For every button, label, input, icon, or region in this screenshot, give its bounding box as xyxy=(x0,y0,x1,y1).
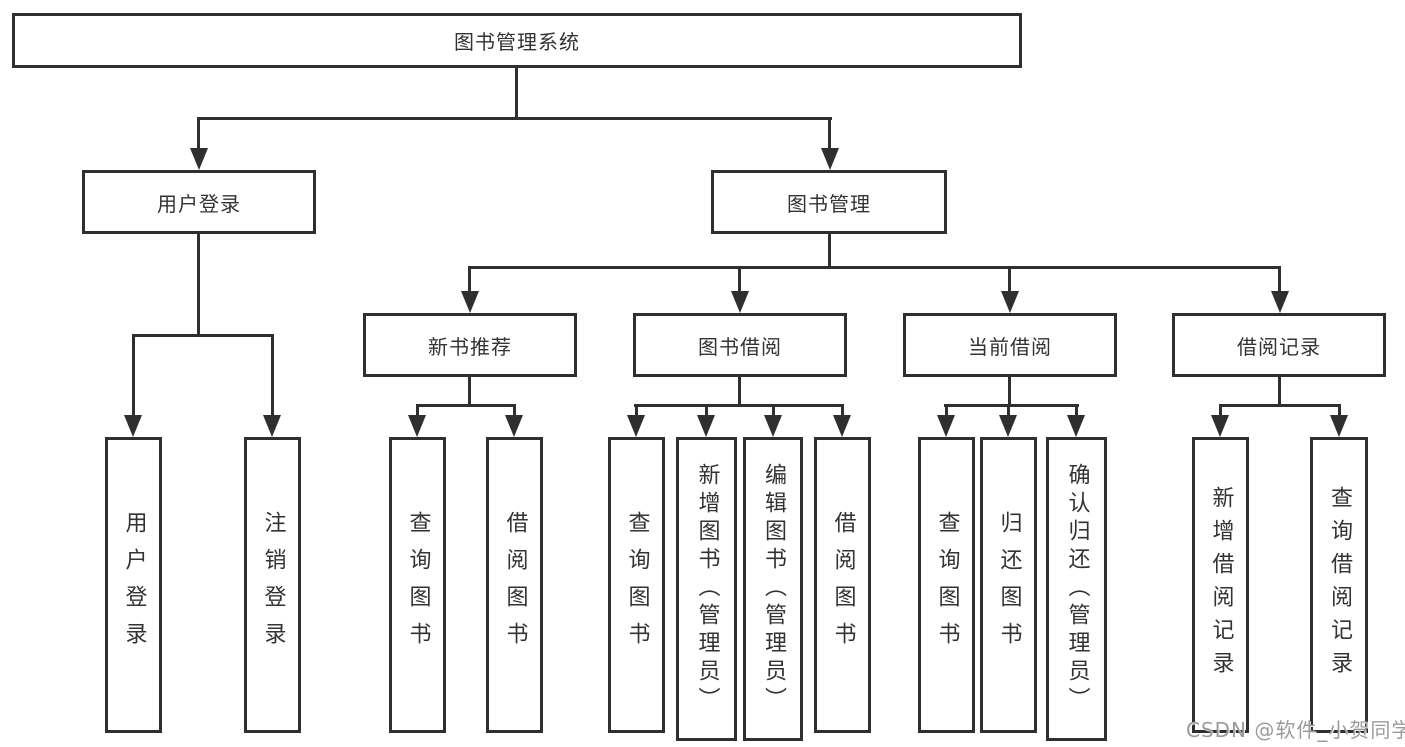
node-book-borrowing: 图书借阅 xyxy=(633,313,847,377)
arrow-down-icon xyxy=(833,415,851,437)
arrow-down-icon xyxy=(190,148,208,170)
arrow-down-icon xyxy=(461,291,479,313)
arrow-down-icon xyxy=(263,415,281,437)
connector-line xyxy=(513,404,516,417)
connector-line xyxy=(416,404,419,417)
leaf-edit-books-admin: 编辑图书（管理员） xyxy=(743,437,803,741)
node-current-borrowing: 当前借阅 xyxy=(903,313,1117,377)
connector-line xyxy=(705,404,708,417)
connector-line xyxy=(1008,377,1011,407)
connector-line xyxy=(945,404,948,417)
leaf-borrow-books: 借阅图书 xyxy=(814,437,871,733)
arrow-down-icon xyxy=(124,415,142,437)
leaf-borrow-books-recommend: 借阅图书 xyxy=(486,437,543,733)
connector-line xyxy=(841,404,844,417)
connector-line xyxy=(468,377,471,407)
leaf-add-books-admin: 新增图书（管理员） xyxy=(676,437,737,741)
leaf-query-borrow-record: 查询借阅记录 xyxy=(1310,437,1368,733)
connector-line xyxy=(515,68,518,119)
connector-line xyxy=(738,266,741,293)
connector-line xyxy=(634,404,844,407)
leaf-confirm-return-admin: 确认归还（管理员） xyxy=(1046,437,1107,741)
leaf-return-books: 归还图书 xyxy=(980,437,1037,733)
arrow-down-icon xyxy=(627,415,645,437)
connector-line xyxy=(828,117,831,151)
csdn-watermark: CSDN @软件_小贺同学 xyxy=(1186,718,1405,742)
leaf-user-login: 用户登录 xyxy=(105,437,162,733)
arrow-down-icon xyxy=(1271,291,1289,313)
leaf-add-borrow-record: 新增借阅记录 xyxy=(1192,437,1249,733)
arrow-down-icon xyxy=(1001,291,1019,313)
leaf-query-books-current: 查询图书 xyxy=(918,437,975,733)
connector-line xyxy=(828,234,831,269)
node-user-login: 用户登录 xyxy=(82,170,316,234)
connector-line xyxy=(1278,266,1281,293)
connector-line xyxy=(271,334,274,418)
connector-line xyxy=(197,117,832,120)
arrow-down-icon xyxy=(764,415,782,437)
connector-line xyxy=(468,266,1281,269)
connector-line xyxy=(635,404,638,417)
connector-line xyxy=(944,404,1079,407)
connector-line xyxy=(416,404,516,407)
connector-line xyxy=(132,334,274,337)
node-book-management: 图书管理 xyxy=(711,170,947,234)
connector-line xyxy=(1075,404,1078,417)
node-root: 图书管理系统 xyxy=(12,13,1022,68)
connector-line xyxy=(1219,404,1340,407)
arrow-down-icon xyxy=(697,415,715,437)
node-new-book-recommend: 新书推荐 xyxy=(363,313,577,377)
connector-line xyxy=(1008,266,1011,293)
arrow-down-icon xyxy=(408,415,426,437)
arrow-down-icon xyxy=(821,148,839,170)
connector-line xyxy=(468,266,471,293)
connector-line xyxy=(738,377,741,407)
connector-line xyxy=(197,117,200,151)
arrow-down-icon xyxy=(1211,415,1229,437)
connector-line xyxy=(132,334,135,418)
connector-line xyxy=(1219,404,1222,417)
leaf-query-books-borrowing: 查询图书 xyxy=(608,437,665,733)
connector-line xyxy=(1007,404,1010,417)
connector-line xyxy=(1278,377,1281,407)
arrow-down-icon xyxy=(937,415,955,437)
connector-line xyxy=(197,234,200,337)
arrow-down-icon xyxy=(999,415,1017,437)
node-borrow-records: 借阅记录 xyxy=(1172,313,1386,377)
connector-line xyxy=(1338,404,1341,417)
leaf-query-books-recommend: 查询图书 xyxy=(389,437,446,733)
arrow-down-icon xyxy=(731,291,749,313)
arrow-down-icon xyxy=(505,415,523,437)
arrow-down-icon xyxy=(1330,415,1348,437)
leaf-logout: 注销登录 xyxy=(244,437,301,733)
connector-line xyxy=(772,404,775,417)
arrow-down-icon xyxy=(1067,415,1085,437)
